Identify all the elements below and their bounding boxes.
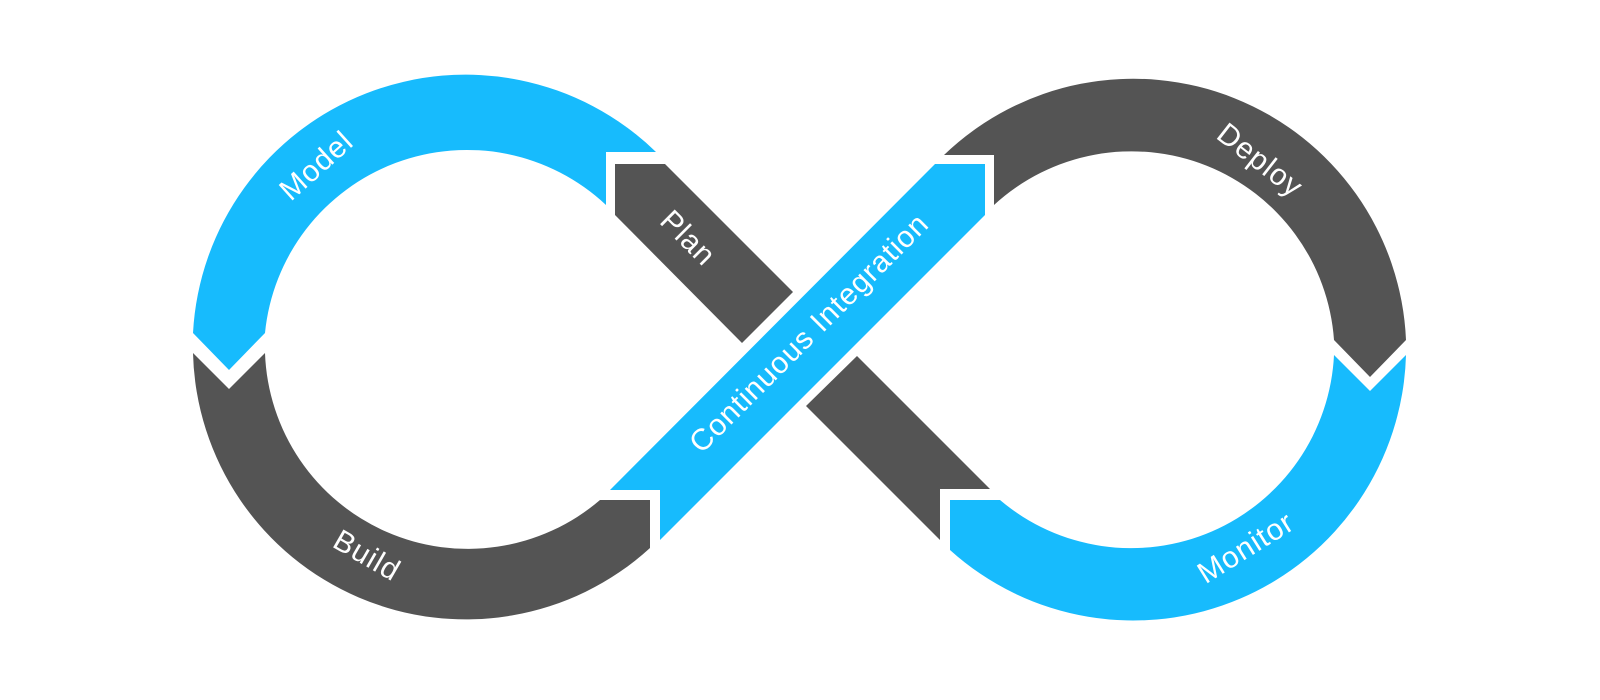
continuous-integration-segment (610, 164, 985, 540)
plan-segment (615, 164, 793, 343)
monitor-segment (950, 355, 1406, 621)
build-segment (193, 353, 650, 620)
deploy-segment (944, 78, 1406, 377)
return-connector-segment (806, 356, 990, 540)
model-segment (193, 74, 656, 370)
